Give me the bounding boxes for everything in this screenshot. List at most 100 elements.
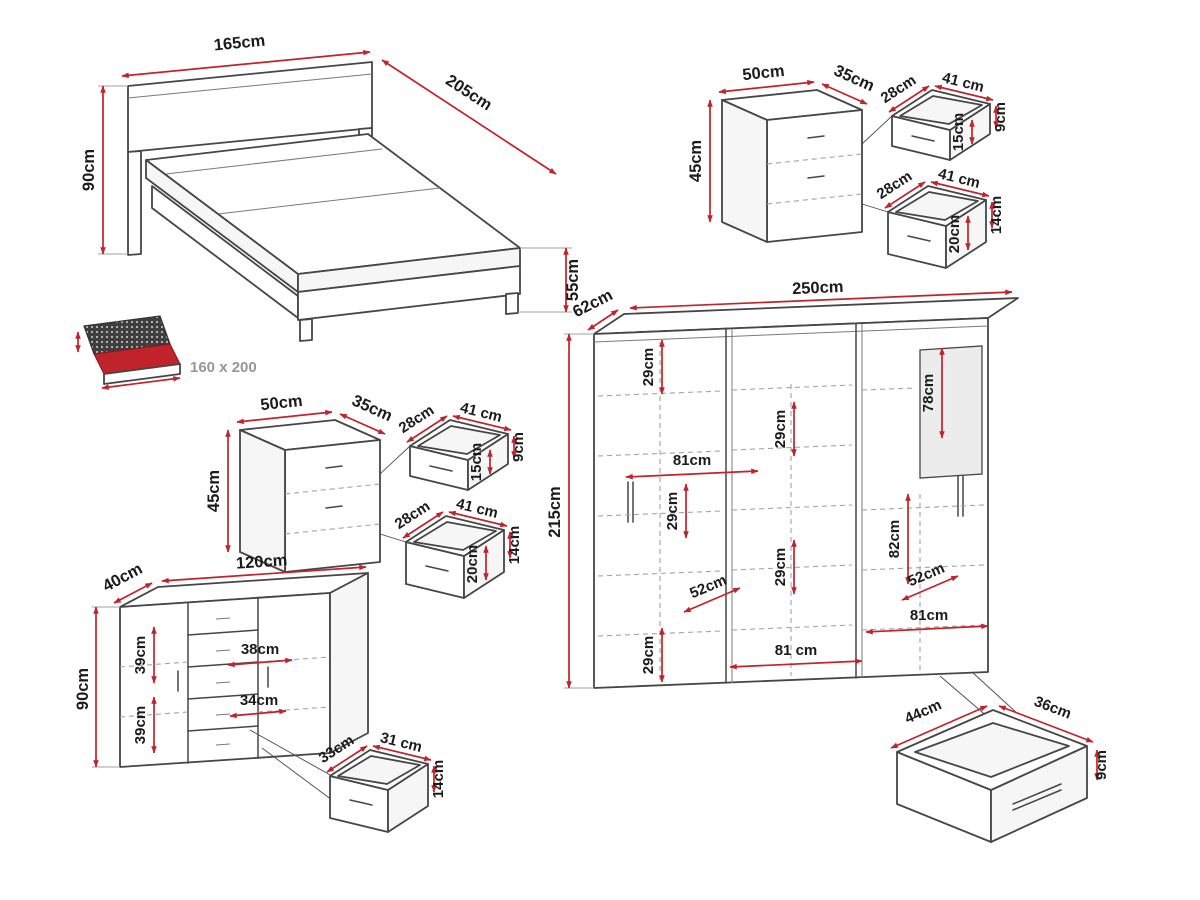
wardrobe-left-top-label: 29cm — [640, 348, 657, 386]
bed-size-icon: 160 x 200 — [75, 315, 257, 390]
wardrobe-right-top-label: 78cm — [920, 374, 937, 412]
nightstand-width-label: 50cm — [742, 62, 786, 84]
drawer-height-label: 9cm — [1093, 750, 1110, 780]
drawer-side-height-label: 14cm — [506, 526, 523, 564]
drawer-depth-dim — [884, 181, 926, 209]
drawer-depth-dim — [402, 511, 444, 539]
wardrobe-mirror-panel — [919, 345, 983, 479]
drawer-depth-dim — [890, 705, 988, 749]
wardrobe-mid-diag-dim — [683, 587, 741, 613]
wardrobe-right-bottom-dim — [865, 623, 989, 635]
wardrobe-width-dim — [629, 289, 1013, 311]
drawer-depth-dim — [406, 415, 448, 443]
bed-length-label: 205cm — [442, 71, 495, 114]
wardrobe-left-bottom-label: 29cm — [640, 636, 657, 674]
drawer-width-dim — [372, 744, 432, 762]
wardrobe-left-shelf-label: 81cm — [673, 452, 711, 469]
wardrobe-mid-bottom-label: 81 cm — [775, 642, 818, 659]
nightstand-drawer-small: 28cm 41 cm 9cm 15cm — [396, 399, 527, 491]
wardrobe-door-overlap-lines — [731, 324, 863, 683]
drawer-leader-lines — [861, 115, 893, 213]
bed-width-label: 165cm — [213, 32, 266, 55]
wardrobe-door-lines — [725, 323, 857, 684]
drawer-width-dim — [998, 705, 1094, 743]
drawer-width-dim — [930, 180, 990, 198]
nightstand-drawer-large: 28cm 41 cm 14cm 20cm — [874, 165, 1005, 269]
wardrobe-right-mid-label: 82cm — [886, 520, 903, 558]
wardrobe-handles — [627, 475, 964, 523]
drawer-body — [405, 515, 505, 599]
wardrobe-right-diag-dim — [901, 575, 959, 601]
dresser-height-label: 90cm — [74, 668, 92, 710]
drawer-height-label: 14cm — [430, 760, 447, 798]
nightstand-width-label: 50cm — [260, 392, 304, 414]
dresser-section-bottom-label: 39cm — [132, 706, 149, 744]
drawer-side-height-label: 9cm — [992, 102, 1009, 132]
bed-leg-foot-left — [299, 318, 313, 342]
wardrobe-depth-dim — [587, 309, 619, 331]
drawer-depth-dim — [888, 85, 930, 113]
drawer-leader-lines — [379, 445, 411, 543]
dresser-section-top-label: 39cm — [132, 636, 149, 674]
dresser-drawer-sketch: 33cm 31 cm 14cm — [316, 729, 447, 833]
dresser-front — [119, 592, 331, 768]
drawer-width-dim — [448, 510, 508, 528]
drawer-side-height-label: 9cm — [510, 432, 527, 462]
drawer-front-height-label: 20cm — [946, 215, 963, 253]
bed-height-label: 90cm — [80, 149, 98, 191]
wardrobe-left-shelf-dim — [625, 468, 759, 480]
drawer-depth-dim — [326, 745, 368, 773]
dresser-sketch: 40cm 120cm 90cm 39cm 39cm 38cm 34cm — [74, 551, 369, 768]
bed-width-dim-line — [121, 49, 371, 79]
nightstand-depth-dim — [821, 83, 868, 105]
mattress-seam-lines — [165, 148, 441, 215]
dresser-drawer-lines — [187, 629, 259, 732]
dresser-drawer-handles — [215, 617, 231, 746]
wardrobe-drawer-sketch: 44cm 36cm 9cm — [890, 693, 1110, 843]
dresser-shelf-width-label: 38cm — [241, 641, 279, 658]
nightstand-width-dim — [718, 79, 815, 95]
bed-footboard — [297, 265, 521, 321]
dresser-width-label: 120cm — [235, 551, 288, 573]
drawer-front-height-label: 15cm — [468, 443, 485, 481]
bed-leg-foot-right — [505, 292, 519, 315]
headboard-leg-left — [127, 150, 142, 256]
dresser-width-dim — [161, 564, 367, 584]
dresser-drawer-leaders — [249, 729, 333, 801]
drawer-side-height-label: 14cm — [988, 196, 1005, 234]
drawer-front-height-label: 20cm — [464, 545, 481, 583]
nightstand-depth-dim — [339, 413, 386, 435]
wardrobe-width-label: 250cm — [792, 278, 844, 298]
dresser-door-lines — [187, 597, 259, 764]
nightstand-body — [239, 419, 381, 573]
nightstand-body — [721, 89, 863, 243]
nightstand-drawer-small: 28cm 41 cm 9cm 15cm — [878, 69, 1009, 161]
drawer-front-height-label: 15cm — [950, 113, 967, 151]
dresser-door-handles — [177, 666, 269, 692]
wardrobe-mid-lower-label: 29cm — [772, 548, 789, 586]
drawer-handle-groove — [1012, 783, 1062, 811]
bed-foot-height-label: 55cm — [564, 259, 582, 301]
wardrobe-mid-top-label: 29cm — [772, 410, 789, 448]
drawer-depth-label: 44cm — [902, 696, 944, 727]
dresser-drawer-front-label: 34cm — [240, 692, 278, 709]
wardrobe-right-bottom-label: 81cm — [910, 607, 948, 624]
wardrobe-mid-bottom-dim — [729, 658, 863, 670]
drawer-width-label: 36cm — [1032, 693, 1074, 723]
wardrobe-shelf-dashes — [597, 384, 985, 637]
dresser-side — [329, 572, 369, 754]
drawer-width-dim — [934, 84, 994, 102]
dresser-depth-dim — [113, 582, 153, 604]
wardrobe-sketch: 62cm 250cm 215cm 29cm 81cm 29cm 29cm 29c… — [546, 278, 1019, 689]
bed-length-dim-line — [381, 59, 557, 175]
nightstand-height-label: 45cm — [205, 470, 223, 512]
wardrobe-height-label: 215cm — [546, 486, 564, 537]
nightstand-width-dim — [236, 409, 333, 425]
drawer-body — [887, 185, 987, 269]
nightstand-drawer-large: 28cm 41 cm 14cm 20cm — [392, 495, 523, 599]
dresser-drawer-front-dim — [229, 708, 287, 719]
nightstand-height-label: 45cm — [687, 140, 705, 182]
drawer-width-dim — [452, 414, 512, 432]
